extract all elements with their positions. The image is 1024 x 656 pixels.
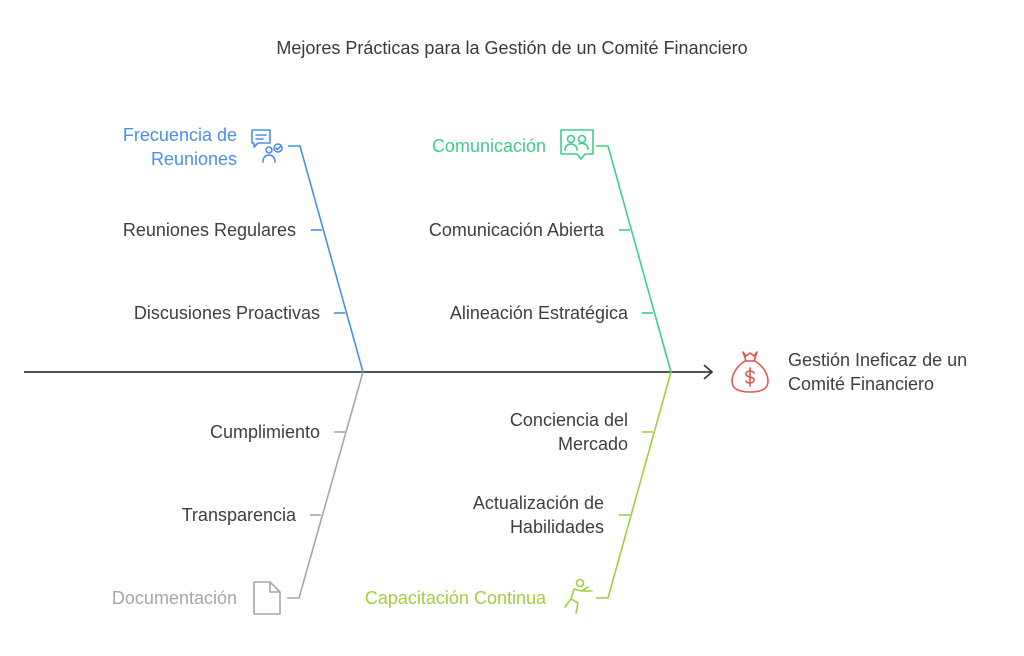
cause-comunicacion-abierta: Comunicación Abierta: [428, 220, 604, 240]
cause-conciencia-mercado: Conciencia del Mercado: [510, 408, 628, 456]
cause-discusiones-proactivas: Discusiones Proactivas: [133, 303, 320, 323]
category-capacitacion-label: Capacitación Continua: [364, 588, 546, 608]
bone-capacitacion: [596, 371, 672, 599]
cause-actualizacion-line2: Habilidades: [509, 517, 604, 537]
spine-arrowhead: [703, 364, 713, 380]
cause-conciencia-line2: Mercado: [557, 434, 628, 454]
effect-line1: Gestión Ineficaz de un: [788, 350, 968, 370]
effect-label: Gestión Ineficaz de un Comité Financiero: [788, 348, 967, 396]
category-comunicacion-label: Comunicación: [431, 136, 546, 156]
cause-actualizacion-habilidades: Actualización de Habilidades: [473, 491, 604, 539]
person-climbing-icon: [564, 578, 593, 614]
meeting-chat-icon: [251, 129, 283, 163]
document-icon: [253, 581, 281, 615]
bone-documentacion: [287, 371, 364, 599]
people-chat-icon: [560, 129, 594, 160]
category-frecuencia-line1: Frecuencia de: [122, 125, 237, 145]
money-bag-icon: [731, 351, 769, 393]
cause-actualizacion-line1: Actualización de: [472, 493, 604, 513]
cause-cumplimiento: Cumplimiento: [209, 422, 320, 442]
cause-transparencia: Transparencia: [181, 505, 296, 525]
category-documentacion-label: Documentación: [111, 588, 237, 608]
bone-comunicacion: [596, 145, 672, 373]
effect-line2: Comité Financiero: [788, 374, 935, 394]
cause-conciencia-line1: Conciencia del: [509, 410, 628, 430]
category-frecuencia-label: Frecuencia de Reuniones: [123, 123, 237, 171]
category-frecuencia-line2: Reuniones: [150, 149, 237, 169]
cause-alineacion-estrategica: Alineación Estratégica: [449, 303, 628, 323]
bone-frecuencia: [288, 145, 364, 373]
cause-reuniones-regulares: Reuniones Regulares: [122, 220, 296, 240]
diagram-title: Mejores Prácticas para la Gestión de un …: [276, 38, 748, 58]
